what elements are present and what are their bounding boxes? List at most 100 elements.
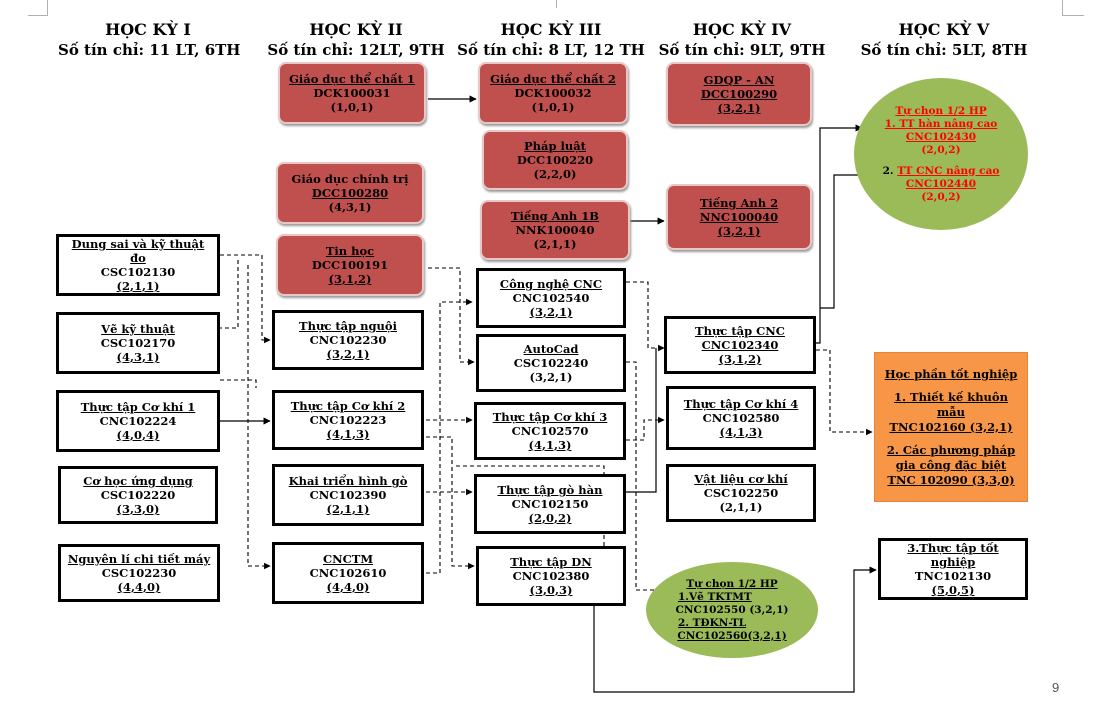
course-credits: (3,0,3)	[529, 583, 573, 597]
course-credits: (4,4,0)	[326, 580, 370, 594]
course-name: Tiếng Anh 2	[699, 196, 779, 210]
elective-item-2: 2. TĐKN-TL	[678, 616, 747, 629]
course-name: Thực tập gò hàn	[497, 483, 603, 497]
semester-credits: Số tín chỉ: 8 LT, 12 TH	[457, 41, 645, 59]
course-code: CSC102250	[703, 486, 779, 500]
course-credits: (2,1,1)	[533, 237, 577, 251]
course-box-tt-co-khi-4: Thực tập Cơ khí 4 CNC102580 (4,1,3)	[666, 386, 816, 450]
course-box-nguyen-li-ctm: Nguyên lí chi tiết máy CSC102230 (4,4,0)	[58, 544, 220, 602]
course-name: Thực tập Cơ khí 1	[80, 400, 196, 414]
elective-item-2: TT CNC nâng cao	[897, 164, 1000, 177]
course-name: Vật liệu cơ khí	[694, 472, 788, 486]
course-credits: (3,1,2)	[328, 272, 372, 286]
graduation-title: Học phần tốt nghiệp	[884, 366, 1018, 381]
arrow-dungsai-cnctm	[247, 265, 271, 570]
course-credits: (4,3,1)	[328, 200, 372, 214]
course-credits: (5,0,5)	[931, 583, 975, 597]
course-credits: (4,3,1)	[116, 350, 160, 364]
course-name: Nguyên lí chi tiết máy	[67, 552, 211, 566]
course-box-tt-tot-nghiep: 3.Thực tập tốt nghiệp TNC102130 (5,0,5)	[878, 538, 1028, 600]
semester-title: HỌC KỲ V	[898, 20, 990, 39]
elective-item-1-credits: (2,0,2)	[921, 143, 961, 156]
course-code: CSC102220	[100, 488, 176, 502]
arrow-cnc-cncthuc	[626, 281, 665, 352]
course-box-cnctm: CNCTM CNC102610 (4,4,0)	[272, 542, 424, 604]
course-box-cong-nghe-cnc: Công nghệ CNC CNC102540 (3,2,1)	[476, 268, 626, 328]
course-code: CNC102224	[99, 414, 177, 428]
course-box-gdqp: GDQP - AN DCC100290 (3,2,1)	[666, 62, 812, 126]
crop-mark-top-right	[1062, 0, 1084, 16]
course-name: Pháp luật	[524, 139, 586, 153]
course-credits: (3,1,2)	[718, 352, 762, 366]
course-name: Thực tập Cơ khí 2	[290, 399, 406, 413]
course-name: Thực tập CNC	[695, 324, 785, 338]
course-credits: (3,3,0)	[116, 502, 160, 516]
semester-header-5: HỌC KỲ V Số tín chỉ: 5LT, 8TH	[852, 20, 1036, 60]
course-code: TNC102130	[914, 569, 992, 583]
course-credits: (2,0,2)	[528, 511, 572, 525]
elective-ellipse-semester-4: Tự chọn 1/2 HP 1.Vẽ TKTMT CNC102550 (3,2…	[646, 562, 818, 658]
course-credits: (1,0,1)	[531, 100, 575, 114]
course-code: CNC102610	[309, 566, 387, 580]
elective-item-1-code: CNC102550 (3,2,1)	[675, 603, 789, 616]
course-code: DCC100220	[516, 153, 594, 167]
semester-header-4: HỌC KỲ IV Số tín chỉ: 9LT, 9TH	[652, 20, 832, 60]
course-name: Giáo dục thể chất 1	[289, 72, 415, 86]
semester-title: HỌC KỲ IV	[692, 20, 792, 39]
course-box-tin-hoc: Tin học DCC100191 (3,1,2)	[276, 234, 424, 296]
course-name: Tiếng Anh 1B	[510, 209, 600, 223]
course-credits: (4,0,4)	[116, 428, 160, 442]
elective-item-2-code: CNC102440	[905, 177, 977, 190]
elective-item-1-code: CNC102430	[905, 130, 977, 143]
arrow-ttdn-to-totnghiep	[593, 566, 877, 693]
course-code: CNC102230	[309, 333, 387, 347]
course-credits: (3,2,1)	[326, 347, 370, 361]
course-credits: (3,2,1)	[717, 224, 761, 238]
semester-credits: Số tín chỉ: 11 LT, 6TH	[58, 41, 241, 59]
course-name: Dung sai và kỹ thuật đo	[71, 237, 205, 265]
course-code: CNC102570	[511, 424, 589, 438]
course-box-phap-luat: Pháp luật DCC100220 (2,2,0)	[482, 130, 628, 190]
elective-item-2-credits: (2,0,2)	[921, 190, 961, 203]
course-box-dung-sai: Dung sai và kỹ thuật đo CSC102130 (2,1,1…	[56, 234, 220, 296]
course-code: CNC102580	[702, 411, 780, 425]
elective-item-2-code: CNC102560(3,2,1)	[677, 629, 787, 642]
course-name: Vẽ kỹ thuật	[101, 322, 175, 336]
course-box-gdtc1: Giáo dục thể chất 1 DCK100031 (1,0,1)	[278, 62, 426, 124]
course-box-tt-co-khi-2: Thực tập Cơ khí 2 CNC102223 (4,1,3)	[272, 390, 424, 450]
semester-title: HỌC KỲ III	[500, 20, 602, 39]
course-name: AutoCad	[523, 342, 579, 356]
elective-title: Tự chọn 1/2 HP	[895, 104, 987, 117]
graduation-modules-box: Học phần tốt nghiệp 1. Thiết kế khuôn mẫ…	[874, 352, 1028, 502]
course-box-gd-chinh-tri: Giáo dục chính trị DCC100280 (4,3,1)	[276, 162, 424, 224]
course-name: Tin học	[325, 244, 375, 258]
course-name: Thực tập Cơ khí 4	[683, 397, 799, 411]
course-code: DCC100290	[700, 87, 778, 101]
course-credits: (2,2,0)	[533, 167, 577, 181]
arrow-ttck3-ttck4	[626, 416, 665, 441]
elective-item-1: 1.Vẽ TKTMT	[678, 590, 752, 603]
semester-title: HỌC KỲ I	[105, 20, 191, 39]
course-box-co-hoc-ung-dung: Cơ học ứng dụng CSC102220 (3,3,0)	[58, 466, 218, 524]
elective-item-2-line: 2. TT CNC nâng cao	[883, 165, 1000, 178]
course-code: CNC102390	[309, 488, 387, 502]
elective-ellipse-semester-5: Tự chọn 1/2 HP 1. TT hàn nâng cao CNC102…	[854, 78, 1028, 230]
crop-mark-top-left	[28, 0, 48, 16]
arrow-tinhoc-autocad	[428, 267, 475, 366]
semester-title: HỌC KỲ II	[309, 20, 403, 39]
course-credits: (3,2,1)	[717, 101, 761, 115]
course-name: Khai triển hình gò	[288, 474, 408, 488]
course-code: NNK100040	[515, 223, 595, 237]
course-code: DCK100031	[313, 86, 391, 100]
course-box-tt-co-khi-1: Thực tập Cơ khí 1 CNC102224 (4,0,4)	[56, 390, 220, 452]
elective-item-1: 1. TT hàn nâng cao	[884, 117, 998, 130]
course-credits: (2,1,1)	[719, 500, 763, 514]
course-credits: (3,2,1)	[529, 370, 573, 384]
course-code: CSC102240	[513, 356, 589, 370]
course-code: CNC102540	[512, 291, 590, 305]
crop-mark-top-center	[556, 0, 557, 8]
course-name: Giáo dục chính trị	[291, 172, 409, 186]
semester-credits: Số tín chỉ: 9LT, 9TH	[658, 41, 826, 59]
course-name: CNCTM	[322, 552, 374, 566]
